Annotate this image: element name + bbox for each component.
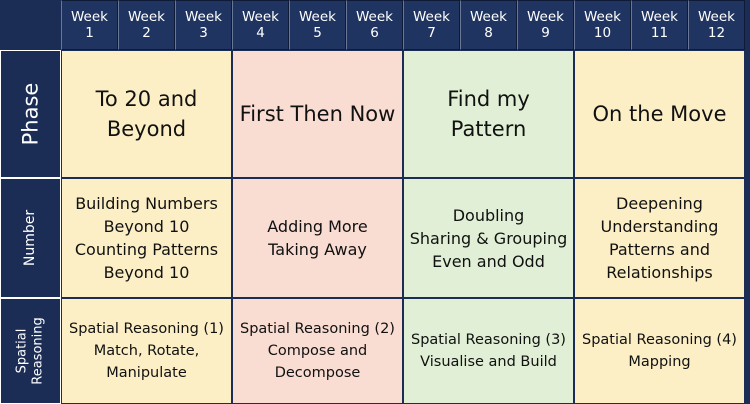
spatial-line: Decompose bbox=[274, 365, 361, 381]
week-number: 5 bbox=[313, 25, 322, 41]
week-label: Week bbox=[470, 9, 507, 25]
week-number: 8 bbox=[484, 25, 493, 41]
number-line: Beyond 10 bbox=[103, 263, 190, 282]
week-number: 1 bbox=[85, 25, 94, 41]
spatial-cell-2: Spatial Reasoning (2) Compose and Decomp… bbox=[232, 298, 403, 404]
week-label: Week bbox=[242, 9, 279, 25]
number-line: Adding More bbox=[267, 217, 368, 236]
spatial-line: Mapping bbox=[628, 354, 691, 370]
week-header-12: Week 12 bbox=[688, 0, 745, 50]
week-header-9: Week 9 bbox=[517, 0, 574, 50]
week-number: 4 bbox=[256, 25, 265, 41]
phase-line: Pattern bbox=[450, 117, 527, 141]
row-label-text: Phase bbox=[18, 82, 43, 146]
spatial-line: Visualise and Build bbox=[420, 354, 557, 370]
week-header-7: Week 7 bbox=[403, 0, 460, 50]
number-cell-2: Adding More Taking Away bbox=[232, 178, 403, 298]
row-label-line: Reasoning bbox=[30, 317, 46, 385]
week-label: Week bbox=[356, 9, 393, 25]
phase-line: On the Move bbox=[592, 102, 727, 126]
number-line: Beyond 10 bbox=[103, 217, 190, 236]
week-number: 11 bbox=[650, 25, 669, 41]
number-line: Building Numbers bbox=[75, 194, 218, 213]
number-cell-3: Doubling Sharing & Grouping Even and Odd bbox=[403, 178, 574, 298]
spatial-line: Spatial Reasoning (2) bbox=[240, 321, 395, 337]
spatial-line: Spatial Reasoning (1) bbox=[69, 321, 224, 337]
spatial-cell-1: Spatial Reasoning (1) Match, Rotate, Man… bbox=[61, 298, 232, 404]
week-header-1: Week 1 bbox=[61, 0, 118, 50]
spatial-line: Manipulate bbox=[106, 365, 187, 381]
week-number: 10 bbox=[593, 25, 612, 41]
phase-line: Beyond bbox=[106, 117, 187, 141]
week-header-2: Week 2 bbox=[118, 0, 175, 50]
week-label: Week bbox=[71, 9, 108, 25]
phase-cell-4: On the Move bbox=[574, 50, 745, 178]
week-number: 6 bbox=[370, 25, 379, 41]
phase-cell-2: First Then Now bbox=[232, 50, 403, 178]
number-line: Even and Odd bbox=[432, 251, 545, 271]
week-header-8: Week 8 bbox=[460, 0, 517, 50]
week-label: Week bbox=[584, 9, 621, 25]
week-number: 2 bbox=[142, 25, 151, 41]
phase-line: Find my bbox=[447, 87, 530, 111]
corner-cell bbox=[0, 0, 61, 50]
spatial-line: Spatial Reasoning (4) bbox=[582, 332, 737, 348]
number-line: Doubling bbox=[452, 205, 525, 225]
week-number: 12 bbox=[707, 25, 726, 41]
week-header-6: Week 6 bbox=[346, 0, 403, 50]
spatial-line: Spatial Reasoning (3) bbox=[411, 332, 566, 348]
row-label-line: Spatial bbox=[14, 328, 30, 374]
week-number: 3 bbox=[199, 25, 208, 41]
week-header-3: Week 3 bbox=[175, 0, 232, 50]
number-line: Taking Away bbox=[268, 240, 367, 259]
week-label: Week bbox=[698, 9, 735, 25]
row-label-phase: Phase bbox=[0, 50, 61, 178]
number-line: Understanding bbox=[600, 217, 719, 236]
row-label-number: Number bbox=[0, 178, 61, 298]
phase-line: To 20 and bbox=[95, 87, 198, 111]
week-label: Week bbox=[641, 9, 678, 25]
week-header-4: Week 4 bbox=[232, 0, 289, 50]
row-label-text: Spatial Reasoning bbox=[15, 317, 47, 384]
week-number: 9 bbox=[541, 25, 550, 41]
number-line: Counting Patterns bbox=[74, 240, 219, 259]
phase-cell-3: Find my Pattern bbox=[403, 50, 574, 178]
spatial-cell-4: Spatial Reasoning (4) Mapping bbox=[574, 298, 745, 404]
number-line: Deepening bbox=[616, 194, 703, 213]
week-label: Week bbox=[527, 9, 564, 25]
week-header-10: Week 10 bbox=[574, 0, 631, 50]
week-label: Week bbox=[185, 9, 222, 25]
row-label-spatial: Spatial Reasoning bbox=[0, 298, 61, 404]
number-line: Relationships bbox=[606, 263, 713, 282]
week-header-11: Week 11 bbox=[631, 0, 688, 50]
spatial-cell-3: Spatial Reasoning (3) Visualise and Buil… bbox=[403, 298, 574, 404]
spatial-line: Compose and bbox=[267, 343, 368, 359]
number-cell-4: Deepening Understanding Patterns and Rel… bbox=[574, 178, 745, 298]
number-line: Sharing & Grouping bbox=[409, 228, 568, 248]
week-number: 7 bbox=[427, 25, 436, 41]
phase-cell-1: To 20 and Beyond bbox=[61, 50, 232, 178]
week-header-5: Week 5 bbox=[289, 0, 346, 50]
row-label-text: Number bbox=[22, 209, 39, 267]
number-cell-1: Building Numbers Beyond 10 Counting Patt… bbox=[61, 178, 232, 298]
week-label: Week bbox=[128, 9, 165, 25]
week-label: Week bbox=[413, 9, 450, 25]
phase-line: First Then Now bbox=[239, 102, 396, 126]
spatial-line: Match, Rotate, bbox=[93, 343, 200, 359]
week-label: Week bbox=[299, 9, 336, 25]
number-line: Patterns and bbox=[608, 240, 711, 259]
